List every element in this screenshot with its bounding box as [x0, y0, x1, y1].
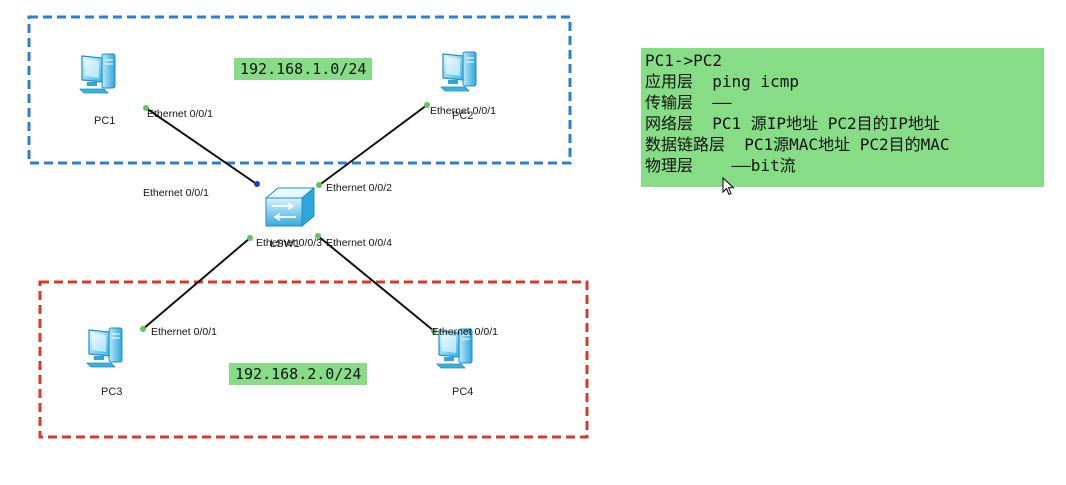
- port-label-pc1: Ethernet 0/0/1: [147, 108, 213, 120]
- subnet-group-top-box: [27, 15, 572, 165]
- port-label-switch-4: Ethernet 0/0/4: [326, 237, 392, 249]
- notes-line-application: 应用层 ping icmp: [645, 72, 799, 91]
- notes-line-transport: 传输层 ——: [645, 93, 732, 112]
- link-pc2-switch[interactable]: [317, 104, 428, 187]
- link-pc4-switch[interactable]: [317, 235, 435, 332]
- link-pc3-switch[interactable]: [142, 237, 251, 330]
- link-pc1-switch[interactable]: [145, 107, 259, 186]
- switch-icon[interactable]: [264, 186, 316, 228]
- subnet-label-bottom: 192.168.2.0/24: [229, 363, 368, 385]
- pc4-label: PC4: [452, 386, 473, 398]
- switch-label: LSW1: [270, 238, 300, 250]
- notes-line-datalink: 数据链路层 PC1源MAC地址 PC2目的MAC: [645, 135, 950, 154]
- notes-line-physical: 物理层 ——bit流: [645, 156, 796, 175]
- port-label-switch-2: Ethernet 0/0/2: [326, 182, 392, 194]
- port-label-switch-3: Ethernet 0/0/3: [256, 237, 322, 249]
- port-dot-pc4: [431, 328, 437, 334]
- port-dot-pc1: [143, 105, 149, 111]
- mouse-pointer-icon: [722, 177, 735, 196]
- pc3-label: PC3: [101, 386, 122, 398]
- pc1-icon[interactable]: [79, 53, 116, 94]
- port-label-pc2: Ethernet 0/0/1: [430, 105, 496, 117]
- notes-line-network: 网络层 PC1 源IP地址 PC2目的IP地址: [645, 114, 940, 133]
- notes-line-title: PC1->PC2: [645, 51, 723, 70]
- port-dot-switch-4: [315, 233, 321, 239]
- port-dot-switch-2: [316, 182, 322, 188]
- pc1-label: PC1: [94, 115, 115, 127]
- port-label-switch-1: Ethernet 0/0/1: [143, 187, 209, 199]
- port-dot-pc3: [140, 326, 146, 332]
- port-dot-switch-3: [247, 235, 253, 241]
- port-label-pc3: Ethernet 0/0/1: [151, 326, 217, 338]
- pc2-icon[interactable]: [440, 51, 477, 92]
- pc2-label: PC2: [452, 110, 473, 122]
- osi-notes-panel: PC1->PC2 应用层 ping icmp 传输层 —— 网络层 PC1 源I…: [641, 48, 1044, 187]
- subnet-group-bottom-box: [38, 280, 589, 439]
- pc3-icon[interactable]: [86, 327, 123, 368]
- port-dot-pc2: [424, 102, 430, 108]
- port-label-pc4: Ethernet 0/0/1: [432, 326, 498, 338]
- subnet-label-top: 192.168.1.0/24: [234, 58, 373, 80]
- port-dot-switch-1: [254, 181, 260, 187]
